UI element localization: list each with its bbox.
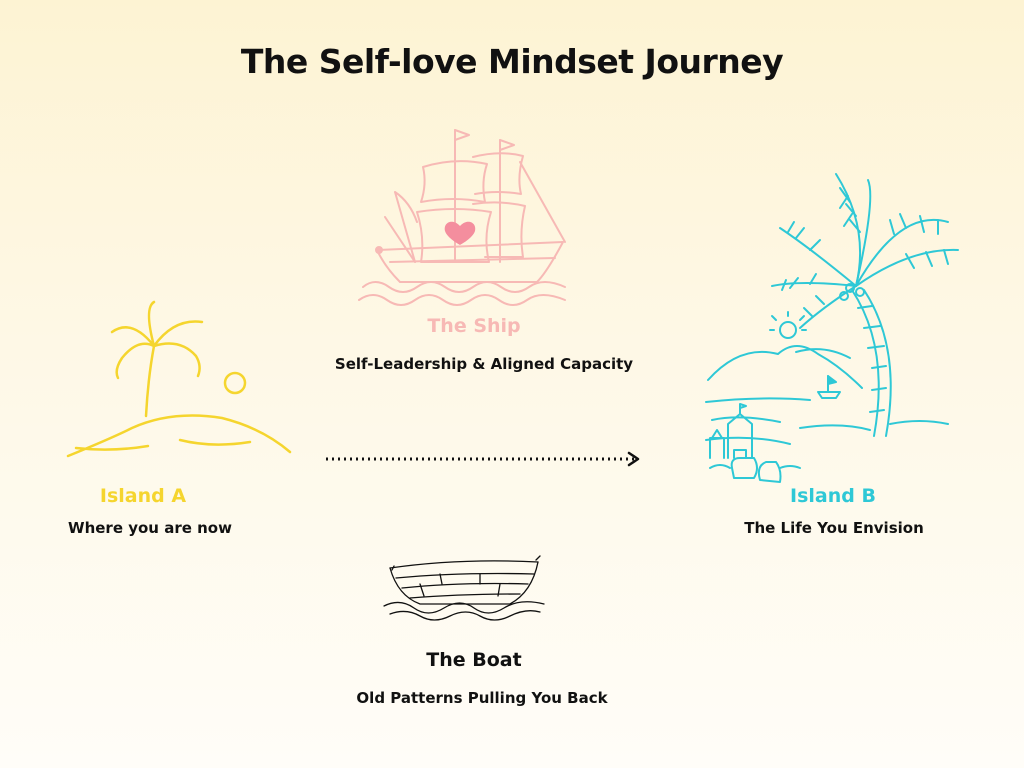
island-a-description: Where you are now [30, 519, 270, 537]
island-a-name: Island A [43, 485, 243, 507]
ship-name: The Ship [374, 315, 574, 337]
island-a-icon [62, 298, 297, 463]
boat-icon [380, 552, 550, 624]
ship-description: Self-Leadership & Aligned Capacity [304, 355, 664, 373]
arrow-icon [322, 449, 647, 469]
boat-name: The Boat [374, 649, 574, 671]
island-b-icon [700, 168, 965, 488]
boat-description: Old Patterns Pulling You Back [322, 689, 642, 707]
island-b-name: Island B [733, 485, 933, 507]
island-b-description: The Life You Envision [714, 519, 954, 537]
page-title: The Self-love Mindset Journey [0, 42, 1024, 81]
ship-icon [355, 122, 570, 307]
